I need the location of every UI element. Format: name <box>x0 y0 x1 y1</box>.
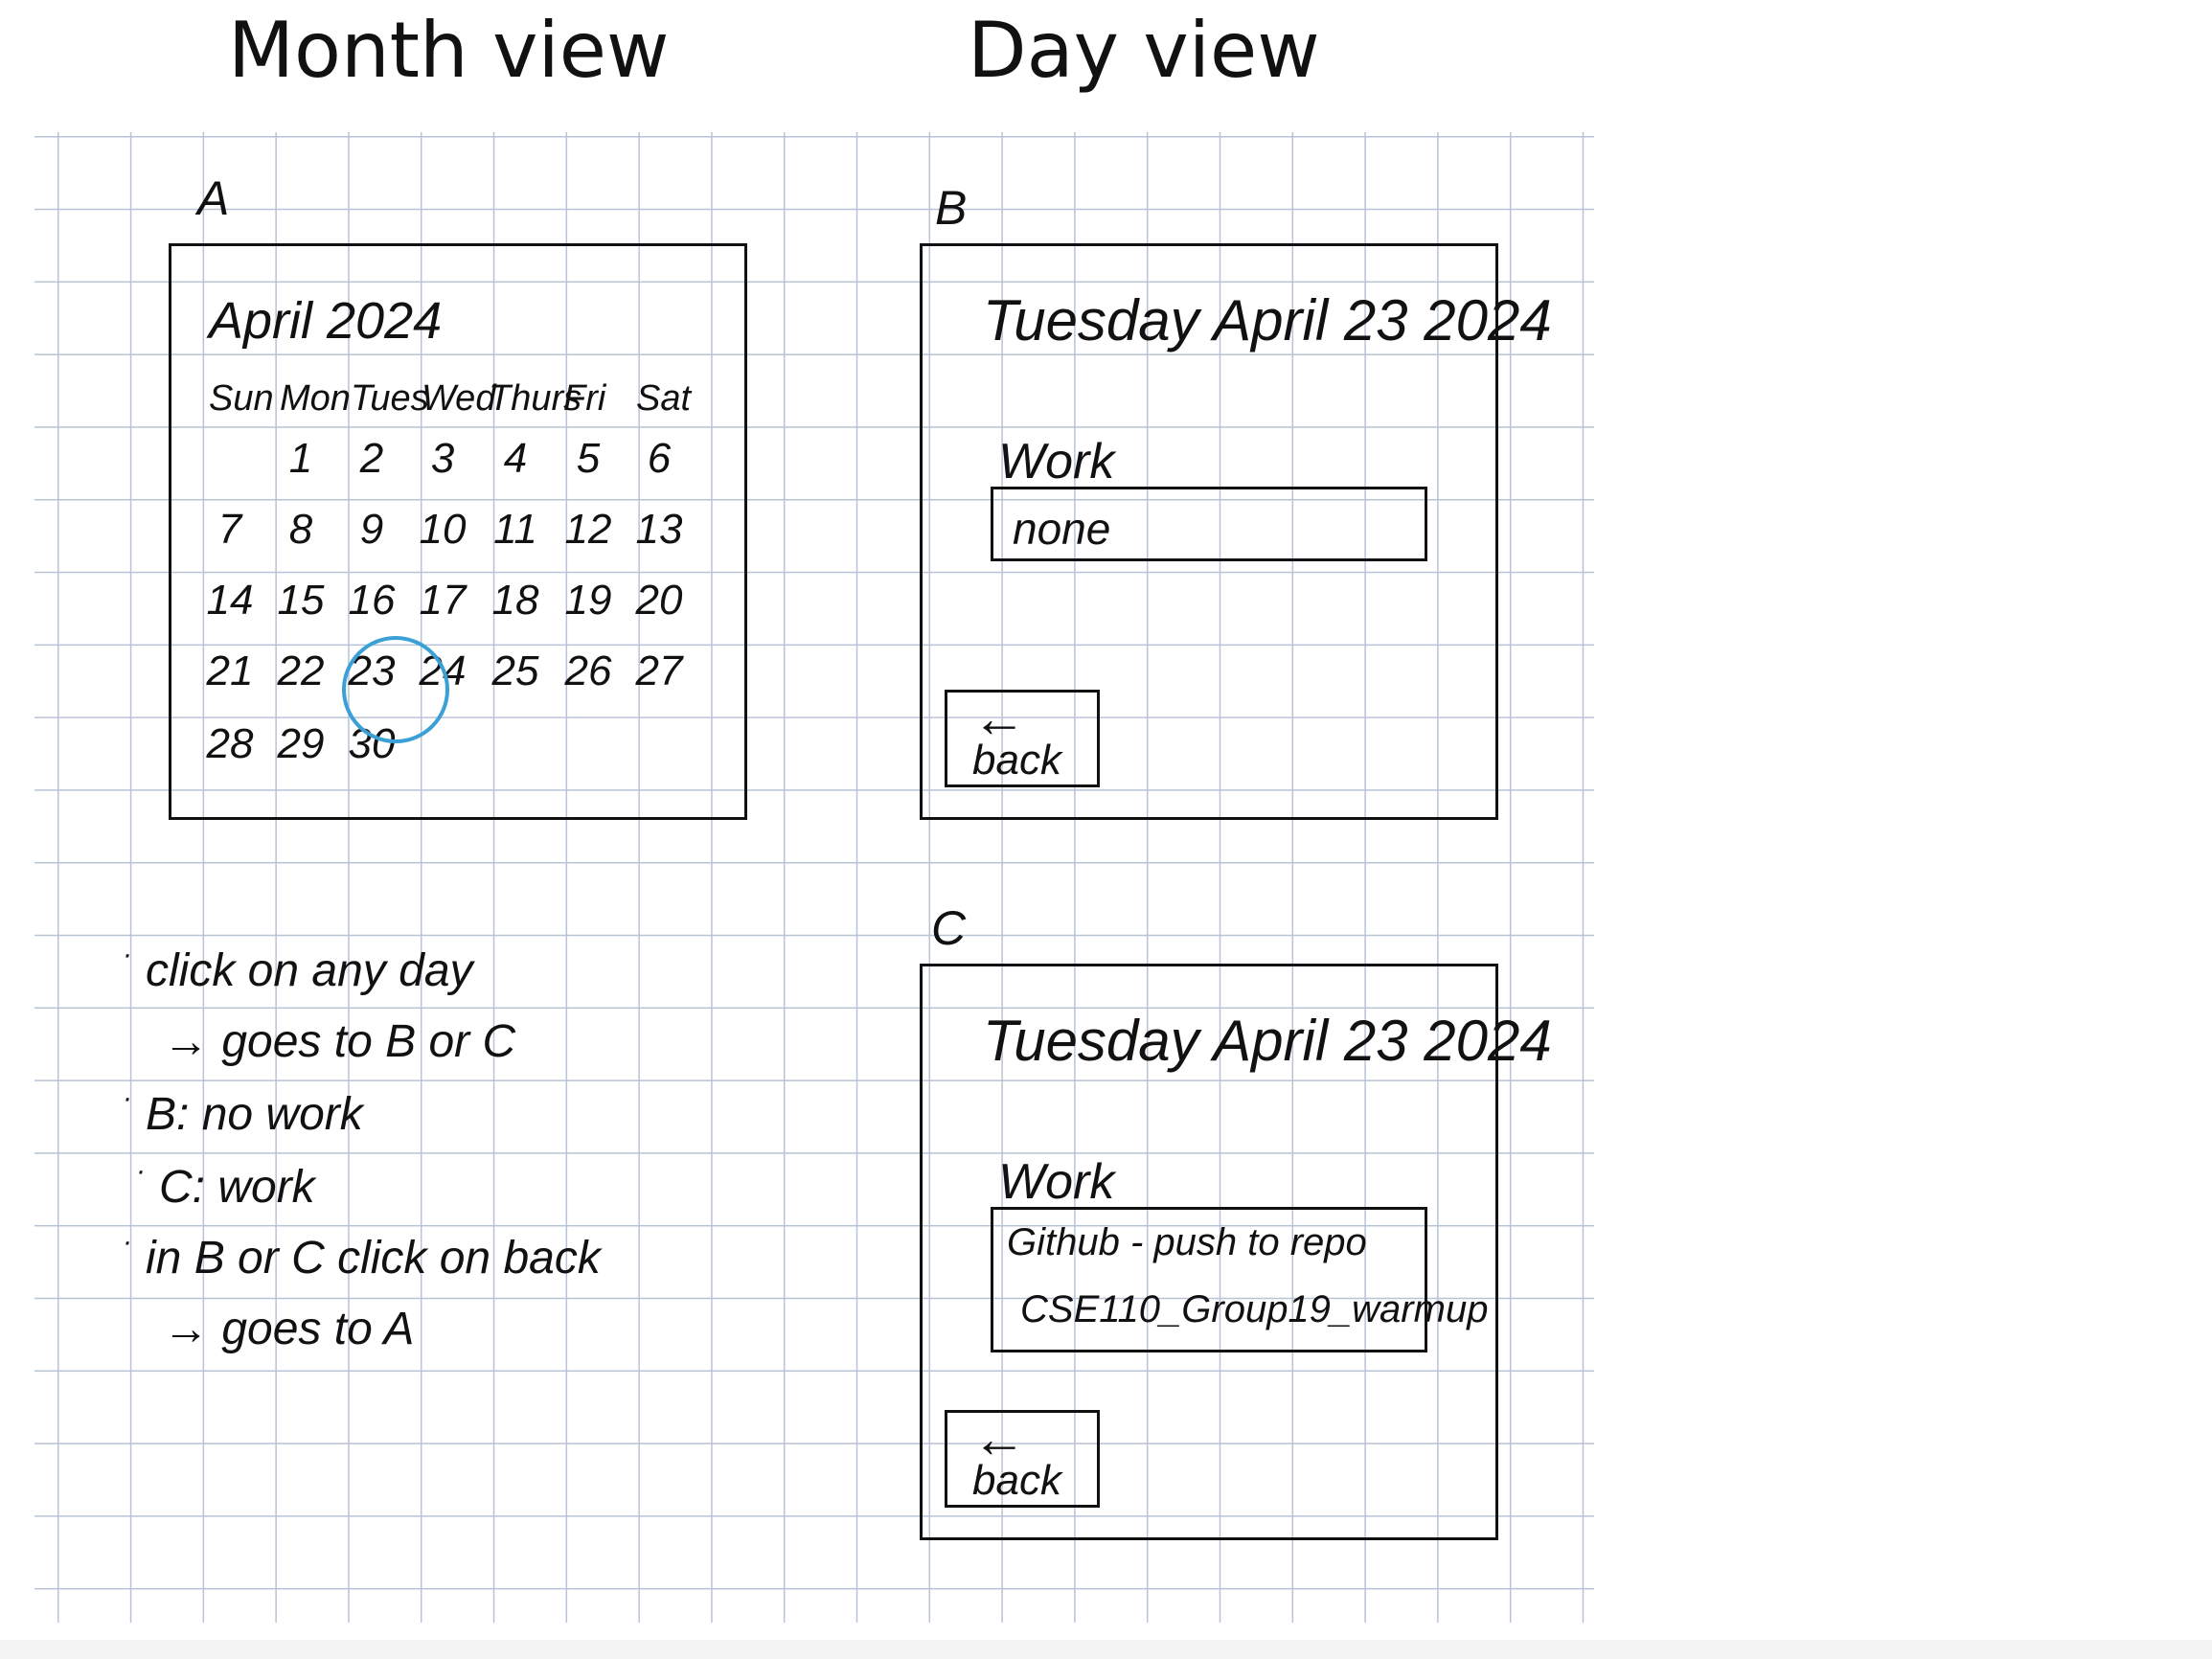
day-c-back-button[interactable]: ← back <box>945 1408 1100 1508</box>
day-b-back-button[interactable]: ← back <box>945 688 1100 787</box>
selected-day-circle <box>342 636 449 743</box>
calendar-day[interactable]: 26 <box>564 648 612 694</box>
weekday-label: Fri <box>563 378 606 419</box>
calendar-month-title: April 2024 <box>209 292 443 350</box>
panel-a-letter: A <box>197 171 230 225</box>
note-bullet: · <box>123 939 132 970</box>
note-bullet: · <box>136 1155 146 1187</box>
day-c-date-title: Tuesday April 23 2024 <box>983 1009 1552 1073</box>
calendar-day[interactable]: 5 <box>576 435 601 482</box>
panel-b-letter: B <box>935 181 968 235</box>
note-line: click on any day <box>146 945 473 996</box>
day-b-date-title: Tuesday April 23 2024 <box>983 288 1552 352</box>
note-line: in B or C click on back <box>146 1233 601 1284</box>
note-line: → goes to A <box>163 1304 415 1354</box>
month-view-heading: Month view <box>228 6 670 95</box>
calendar-day[interactable]: 4 <box>503 435 528 482</box>
calendar-day[interactable]: 8 <box>288 506 313 553</box>
calendar-day[interactable]: 12 <box>564 506 612 553</box>
weekday-label: Thurs <box>489 378 582 419</box>
day-view-c-frame <box>920 964 1498 1540</box>
back-label: back <box>972 1457 1061 1504</box>
graph-paper-grid <box>34 132 1594 1623</box>
weekday-label: Tues <box>351 378 429 419</box>
weekday-label: Sat <box>636 378 692 419</box>
weekday-label: Wed <box>422 378 496 419</box>
day-b-work-box: none <box>991 487 1427 561</box>
calendar-day[interactable]: 25 <box>491 648 539 694</box>
calendar-day[interactable]: 7 <box>217 506 242 553</box>
weekday-label: Mon <box>280 378 351 419</box>
day-b-work-item: none <box>1013 504 1111 554</box>
note-line: → goes to B or C <box>163 1016 516 1067</box>
back-label: back <box>972 737 1061 784</box>
day-view-b-frame <box>920 243 1498 820</box>
calendar-day[interactable]: 20 <box>635 577 683 624</box>
calendar-day[interactable]: 17 <box>419 577 467 624</box>
calendar-day[interactable]: 10 <box>419 506 467 553</box>
day-c-work-label: Work <box>998 1154 1115 1210</box>
calendar-day[interactable]: 27 <box>635 648 683 694</box>
bottom-strip <box>0 1640 2212 1659</box>
calendar-day[interactable]: 11 <box>493 506 537 553</box>
panel-c-letter: C <box>931 901 967 955</box>
calendar-day[interactable]: 14 <box>206 577 254 624</box>
day-c-work-item-2: CSE110_Group19_warmup <box>1020 1288 1489 1330</box>
back-arrow-icon: ← <box>972 688 1026 748</box>
note-bullet: · <box>123 1082 132 1114</box>
calendar-day[interactable]: 13 <box>635 506 683 553</box>
weekday-label: Sun <box>209 378 274 419</box>
calendar-day[interactable]: 1 <box>288 435 313 482</box>
calendar-day[interactable]: 16 <box>348 577 396 624</box>
back-arrow-icon: ← <box>972 1408 1026 1468</box>
note-bullet: · <box>123 1226 132 1258</box>
month-calendar-frame <box>169 243 747 820</box>
calendar-day[interactable]: 3 <box>430 435 455 482</box>
calendar-day[interactable]: 22 <box>277 648 325 694</box>
calendar-day[interactable]: 28 <box>206 720 254 767</box>
day-view-heading: Day view <box>968 6 1320 95</box>
day-c-work-box: Github - push to repo CSE110_Group19_war… <box>991 1207 1488 1352</box>
calendar-day[interactable]: 6 <box>647 435 672 482</box>
calendar-day[interactable]: 21 <box>206 648 254 694</box>
calendar-day[interactable]: 18 <box>491 577 539 624</box>
calendar-day[interactable]: 29 <box>277 720 325 767</box>
day-b-work-label: Work <box>998 434 1115 489</box>
note-line: C: work <box>159 1162 315 1213</box>
calendar-day[interactable]: 9 <box>359 506 384 553</box>
day-c-work-item-1: Github - push to repo <box>1007 1221 1367 1263</box>
calendar-day[interactable]: 19 <box>564 577 612 624</box>
calendar-day[interactable]: 15 <box>277 577 325 624</box>
calendar-day[interactable]: 2 <box>359 435 384 482</box>
note-line: B: no work <box>146 1089 363 1140</box>
